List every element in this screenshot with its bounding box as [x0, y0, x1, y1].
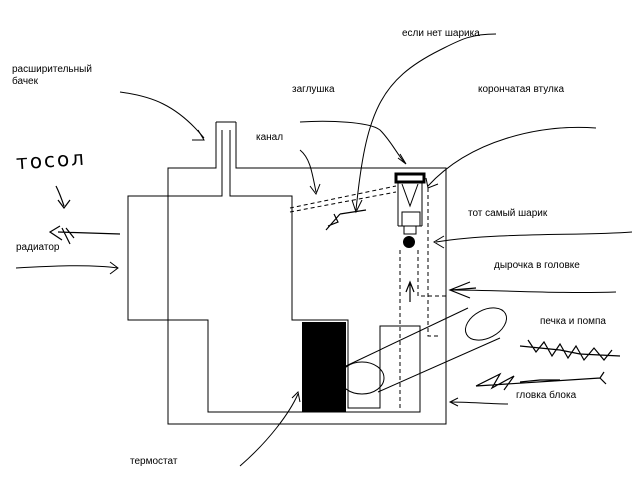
label-plug: заглушка: [292, 84, 335, 95]
dashed-channels: [289, 185, 446, 408]
scribble-arrows: [475, 339, 621, 391]
label-block-head: гловка блока: [516, 390, 577, 401]
label-crown-bushing: корончатая втулка: [478, 84, 565, 95]
block-housing: [167, 121, 447, 425]
heater-pump-pipe: [339, 307, 508, 395]
handwritten-tosol: тосол: [15, 145, 87, 175]
label-heater-pump: печка и помпа: [540, 316, 606, 327]
label-expansion-tank-2: бачек: [12, 76, 38, 87]
label-thermostat: термостат: [130, 456, 178, 467]
ball: [403, 236, 415, 248]
inner-channel: [127, 130, 421, 413]
label-radiator: радиатор: [16, 242, 60, 253]
label-head-hole: дырочка в головке: [494, 260, 580, 271]
label-channel: канал: [256, 132, 284, 143]
label-expansion-tank-1: расширительный: [12, 64, 92, 75]
leader-lines: [15, 33, 633, 467]
flow-arrow-icon: [325, 209, 415, 302]
thermostat-block: [302, 322, 346, 412]
crown-bushing-assembly: [394, 172, 426, 235]
label-no-ball: если нет шарика: [402, 28, 480, 39]
label-the-ball: тот самый шарик: [468, 208, 548, 219]
